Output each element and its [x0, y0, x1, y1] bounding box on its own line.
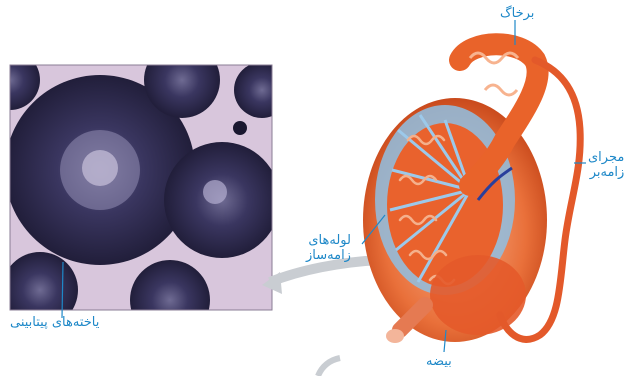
- label-testis: بیضه: [426, 354, 452, 369]
- connector-arrow: [270, 260, 380, 282]
- micrograph: [0, 42, 290, 340]
- testis-illustration: [363, 44, 580, 343]
- label-epithelial-cells: یاخته‌های پیتابینی: [10, 315, 99, 330]
- label-tubules-line1: لوله‌های: [306, 233, 351, 248]
- label-vas-line2: زامه‌بر: [588, 165, 624, 180]
- label-tubules: لوله‌های زامه‌ساز: [306, 233, 351, 263]
- label-tubules-line2: زامه‌ساز: [306, 248, 351, 263]
- label-epididymis: برخاگ: [500, 6, 534, 21]
- label-vas-deferens: مجرای زامه‌بر: [588, 150, 624, 180]
- label-vas-line1: مجرای: [588, 150, 624, 165]
